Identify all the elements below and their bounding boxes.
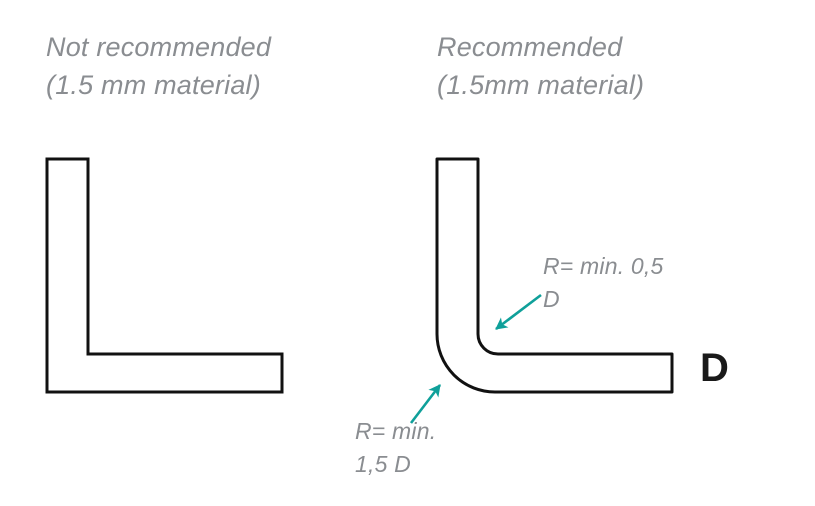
panel-heading-right: Recommended (1.5mm material) (437, 28, 644, 104)
outer-radius-leader-arrow-icon (409, 384, 442, 424)
inner-radius-leader-arrow-icon (495, 293, 542, 331)
inner-radius-line1: R= min. 0,5 (543, 253, 664, 279)
outer-radius-line1: R= min. (355, 418, 437, 444)
outer-radius-annotation: R= min. 1,5 D (355, 415, 436, 481)
sharp-corner-outline (45, 157, 284, 394)
panel-heading-left: Not recommended (1.5 mm material) (46, 28, 271, 104)
heading-right-line2: (1.5mm material) (437, 70, 645, 100)
thickness-dimension-label: D (700, 346, 729, 390)
heading-left-line2: (1.5 mm material) (46, 70, 261, 100)
heading-right-line1: Recommended (437, 32, 623, 62)
rounded-bend-outline (435, 157, 674, 394)
outer-radius-line2: 1,5 D (355, 451, 411, 477)
inner-radius-line2: D (543, 286, 560, 312)
heading-left-line1: Not recommended (46, 32, 272, 62)
